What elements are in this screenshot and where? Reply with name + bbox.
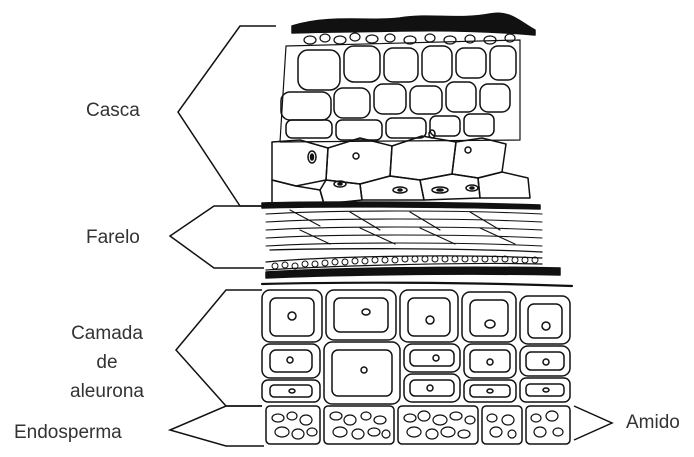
- label-de: de: [52, 352, 162, 374]
- starch-granules: [272, 411, 563, 439]
- label-farelo: Farelo: [86, 227, 140, 249]
- aleurone-top-border: [262, 283, 572, 286]
- bran-layer-cells: [266, 210, 542, 252]
- endosperma-bracket: [170, 406, 264, 446]
- label-casca: Casca: [86, 100, 140, 122]
- aleurone-cells: [262, 290, 570, 404]
- casca-bracket: [178, 26, 276, 206]
- bran-bottom-band: [266, 267, 560, 278]
- label-endosperma: Endosperma: [14, 422, 122, 444]
- label-amido: Amido: [626, 412, 680, 434]
- label-camada: Camada: [52, 323, 162, 345]
- label-brackets: [170, 26, 612, 446]
- label-aleurona: aleurona: [52, 381, 162, 403]
- aleurona-bracket: [176, 290, 262, 406]
- husk-bottom-band: [262, 202, 540, 209]
- amido-bracket: [574, 406, 612, 440]
- husk-upper-cells: [280, 40, 520, 142]
- endosperm-cells: [266, 406, 570, 444]
- outer-crust: [292, 13, 535, 35]
- farelo-bracket: [170, 206, 264, 268]
